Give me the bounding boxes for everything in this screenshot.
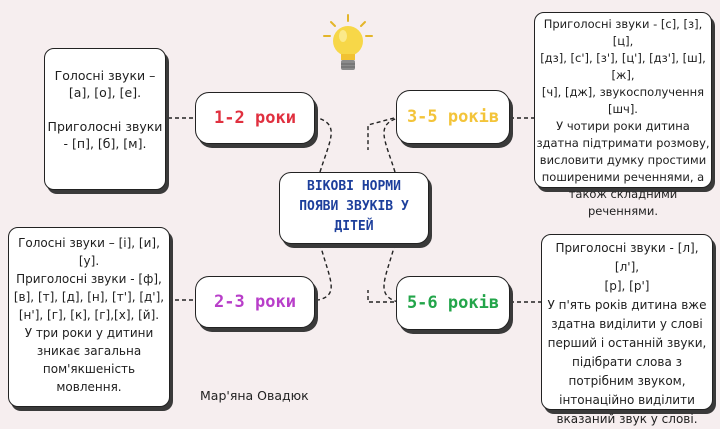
age-pill-5-6: 5-6 років bbox=[396, 276, 510, 330]
card-line: перший і останній звуки, bbox=[547, 336, 707, 350]
author-name: Мар'яна Овадюк bbox=[200, 388, 309, 403]
card-line: мовлення. bbox=[56, 380, 122, 394]
card-line: Приголосні звуки - [л], [л'], bbox=[555, 241, 699, 274]
card-line: пом'якшеність bbox=[42, 362, 136, 376]
age-label: 2-3 роки bbox=[214, 292, 296, 312]
card-line: вказаний звук у слові. bbox=[556, 412, 698, 426]
card-line: інтонаційно виділити bbox=[559, 393, 695, 407]
card-line: поширеними реченнями, а bbox=[541, 170, 705, 184]
card-line: [дз], [с'], [з'], [ц'], [дз'], [ш], [ж], bbox=[540, 51, 706, 82]
card-1-2-years: Голосні звуки – [а], [о], [е]. Приголосн… bbox=[44, 48, 166, 190]
central-title-line: ВІКОВІ НОРМИ bbox=[307, 179, 401, 194]
card-line: зникає загальна bbox=[36, 344, 142, 358]
age-pill-1-2: 1-2 роки bbox=[195, 92, 315, 144]
card-line: У п'ять років дитина вже bbox=[547, 298, 707, 312]
connector-lines bbox=[168, 117, 543, 303]
card-2-3-years: Голосні звуки – [і], [и], [у]. Приголосн… bbox=[8, 227, 170, 407]
card-line: Голосні звуки – bbox=[54, 68, 156, 83]
card-line: [шч]. bbox=[608, 102, 638, 116]
central-title-line: ПОЯВИ ЗВУКІВ У bbox=[299, 199, 409, 214]
card-line bbox=[45, 101, 165, 118]
card-3-5-years: Приголосні звуки - [с], [з], [ц], [дз], … bbox=[534, 12, 712, 218]
light-bulb-icon bbox=[323, 14, 373, 70]
card-line: У чотири роки дитина bbox=[556, 119, 690, 133]
card-line: Приголосні звуки - [с], [з], [ц], bbox=[543, 17, 703, 48]
age-label: 5-6 років bbox=[406, 293, 500, 313]
age-pill-3-5: 3-5 років bbox=[396, 90, 510, 144]
age-label: 3-5 років bbox=[406, 107, 500, 127]
card-line: [в], [т], [д], [н], [т'], [д'], bbox=[13, 290, 165, 304]
card-line: здатна виділити у слові bbox=[551, 317, 703, 331]
card-line: [н'], [г], [к], [г],[х], [й]. bbox=[18, 308, 160, 322]
card-line: потрібним звуком, bbox=[568, 374, 686, 388]
mind-map: Голосні звуки – [а], [о], [е]. Приголосн… bbox=[8, 12, 713, 426]
card-line: [а], [о], [е]. bbox=[68, 85, 142, 100]
card-line: також складними bbox=[568, 187, 678, 201]
card-5-6-years: Приголосні звуки - [л], [л'], [р], [р'] … bbox=[541, 234, 713, 426]
central-topic: ВІКОВІ НОРМИ ПОЯВИ ЗВУКІВ У ДІТЕЙ bbox=[279, 172, 429, 244]
card-line: реченнями. bbox=[587, 204, 658, 218]
card-line: Приголосні звуки bbox=[47, 119, 163, 134]
card-line: [у]. bbox=[78, 254, 100, 268]
age-pill-2-3: 2-3 роки bbox=[195, 276, 315, 328]
card-line: [р], [р'] bbox=[604, 279, 650, 293]
card-line: [ч], [дж], звукосполучення bbox=[541, 85, 705, 99]
card-line: здатна підтримати розмову, bbox=[536, 136, 710, 150]
card-line: У три роки у дитини bbox=[24, 326, 154, 340]
card-line: підібрати слова з bbox=[571, 355, 682, 369]
age-label: 1-2 роки bbox=[214, 108, 296, 128]
central-title-line: ДІТЕЙ bbox=[334, 219, 374, 234]
card-line: Голосні звуки – [і], [и], bbox=[18, 236, 160, 250]
card-line: висловити думку простими bbox=[539, 153, 707, 167]
card-line: - [п], [б], [м]. bbox=[63, 136, 147, 151]
card-line: Приголосні звуки - [ф], bbox=[16, 272, 162, 286]
